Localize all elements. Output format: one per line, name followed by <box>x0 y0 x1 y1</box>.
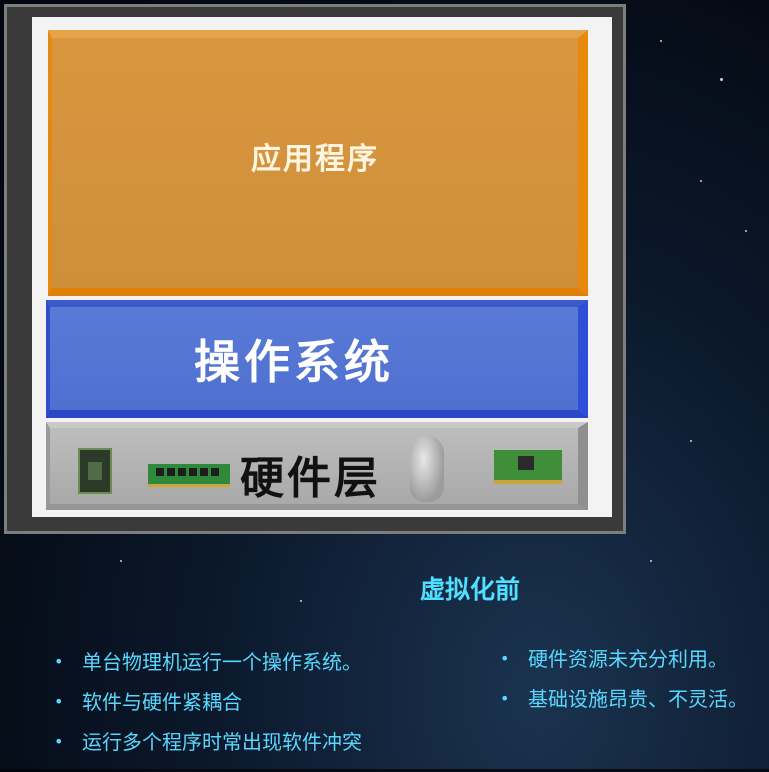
os-layer: 操作系统 <box>46 300 588 418</box>
hardware-layer: 硬件层 <box>46 422 588 510</box>
star <box>745 230 747 232</box>
left-bullet-list: 单台物理机运行一个操作系统。 软件与硬件紧耦合 运行多个程序时常出现软件冲突 <box>54 652 362 772</box>
right-bullet-list: 硬件资源未充分利用。 基础设施昂贵、不灵活。 <box>500 649 748 729</box>
star <box>120 560 122 562</box>
list-item: 硬件资源未充分利用。 <box>500 649 748 669</box>
star <box>720 78 723 81</box>
cpu-icon <box>78 448 112 494</box>
star <box>650 560 652 562</box>
star <box>300 600 302 602</box>
list-item: 单台物理机运行一个操作系统。 <box>54 652 362 672</box>
star <box>660 40 662 42</box>
star <box>690 440 692 442</box>
network-card-icon <box>494 450 562 484</box>
section-title: 虚拟化前 <box>419 575 520 604</box>
hardware-layer-label: 硬件层 <box>240 453 381 504</box>
os-layer-label: 操作系统 <box>194 334 394 389</box>
list-item: 基础设施昂贵、不灵活。 <box>500 689 748 709</box>
memory-module-icon <box>148 464 230 487</box>
application-layer-label: 应用程序 <box>251 142 379 177</box>
star <box>700 180 702 182</box>
list-item: 软件与硬件紧耦合 <box>54 692 362 712</box>
list-item: 运行多个程序时常出现软件冲突 <box>54 732 362 752</box>
application-layer: 应用程序 <box>48 30 588 296</box>
mouse-icon <box>410 436 444 502</box>
